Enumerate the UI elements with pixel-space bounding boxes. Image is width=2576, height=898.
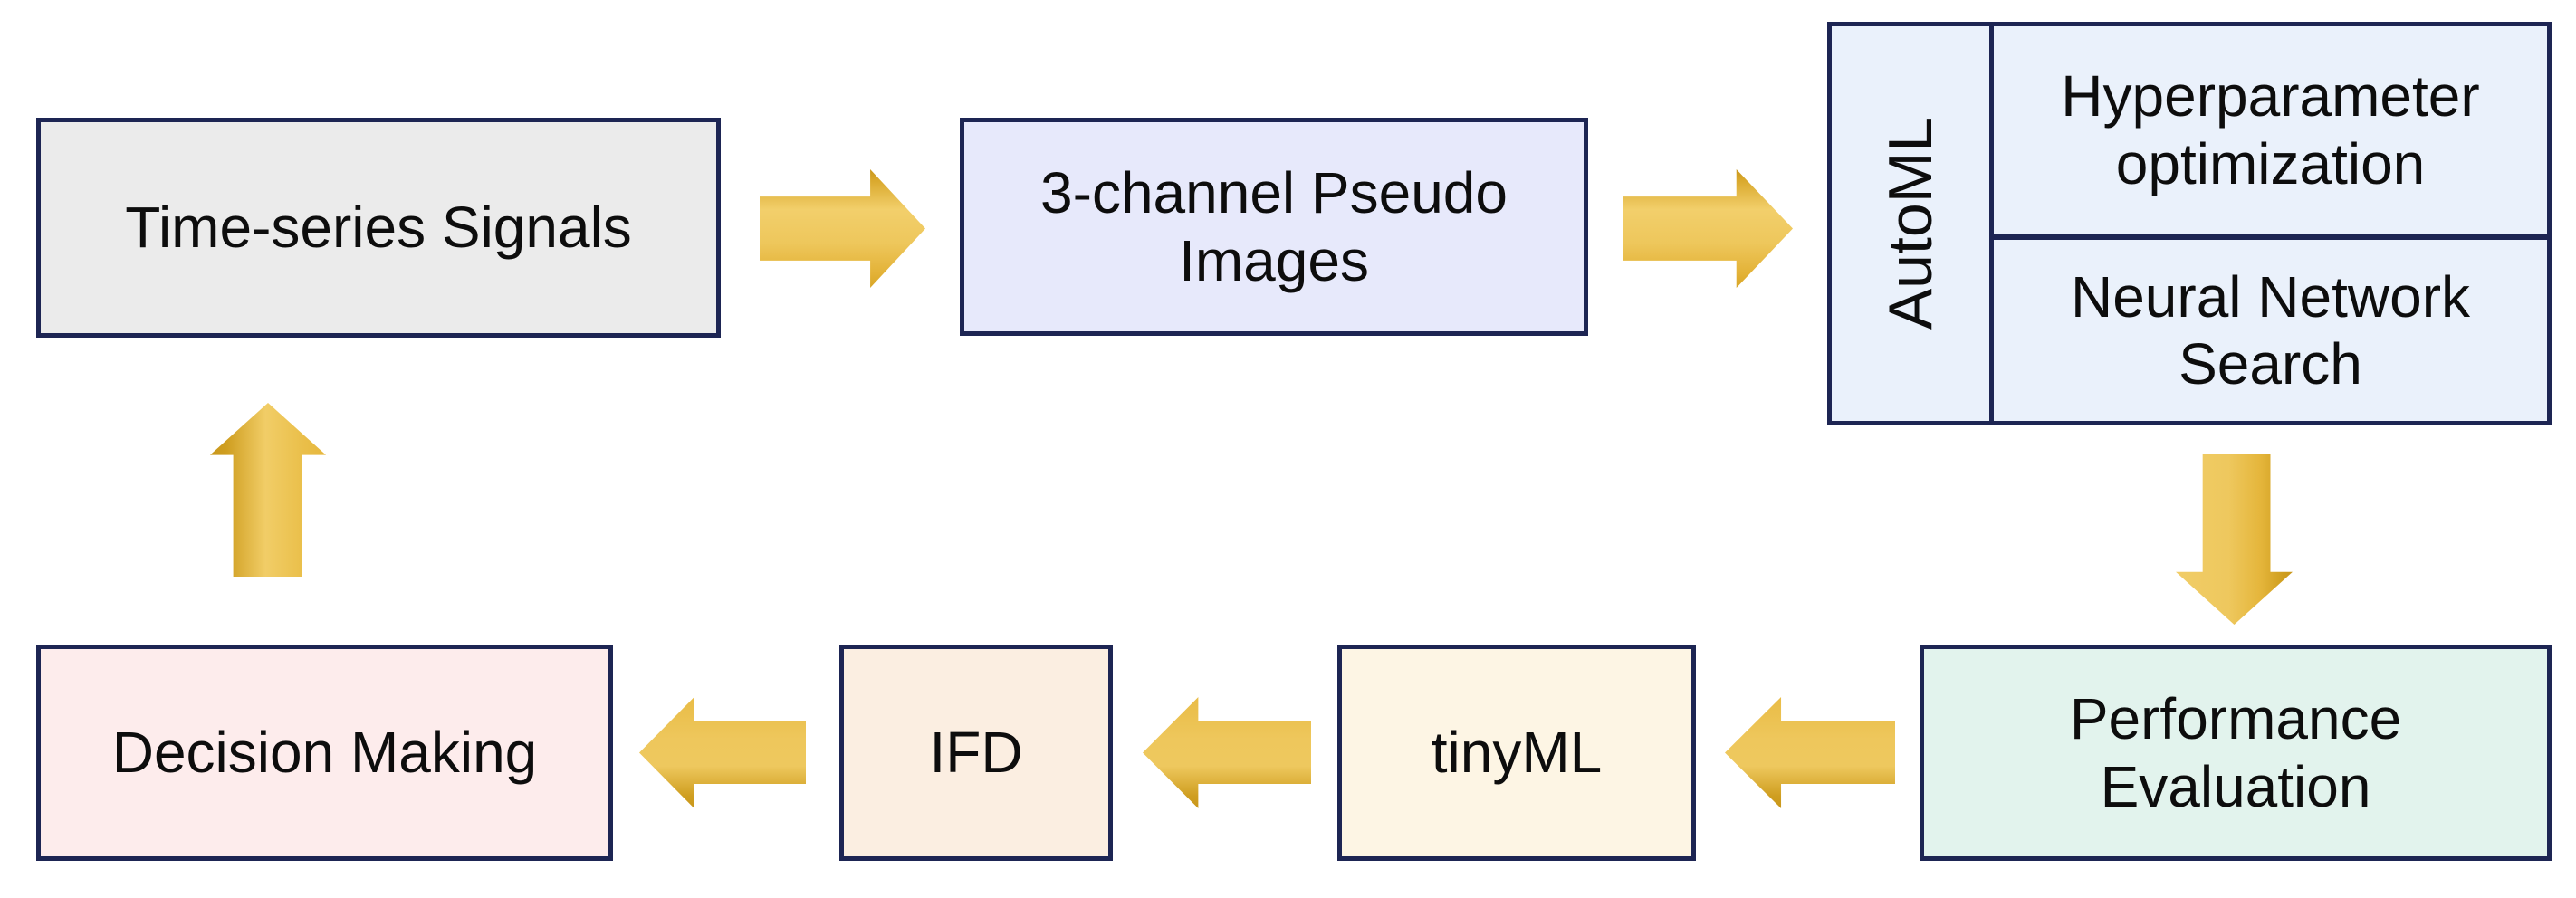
node-time-series-signals-label: Time-series Signals [125,195,632,261]
cell-hyperparameter-optimization: Hyperparameter optimization [1994,26,2547,240]
arrow-performance-evaluation-to-tinyml [1725,697,1895,808]
automl-side-cell: AutoML [1832,26,1994,421]
label-line-2: Images [1179,227,1369,293]
node-decision-making-label: Decision Making [111,720,538,786]
arrow-time-series-to-pseudo-images [760,169,925,288]
label-line-2: optimization [2115,130,2426,196]
node-time-series-signals: Time-series Signals [36,118,721,338]
node-decision-making: Decision Making [36,645,613,861]
label-line-2: Search [2179,331,2362,396]
arrow-tinyml-to-ifd [1143,697,1311,808]
cell-neural-network-search-label: Neural Network Search [2071,263,2470,397]
arrow-decision-making-to-time-series [210,403,326,577]
node-ifd-label: IFD [929,720,1023,786]
arrow-automl-to-performance-evaluation [2176,454,2293,625]
node-ifd: IFD [839,645,1113,861]
cell-neural-network-search: Neural Network Search [1994,240,2547,421]
arrow-ifd-to-decision-making [639,697,806,808]
node-automl-group: AutoML Hyperparameter optimization Neura… [1827,22,2552,425]
arrow-pseudo-images-to-automl [1623,169,1793,288]
label-line-1: Hyperparameter [2061,63,2480,129]
cell-hyperparameter-optimization-label: Hyperparameter optimization [2061,62,2479,196]
node-performance-evaluation-label: Performance Evaluation [2070,685,2401,819]
node-3-channel-pseudo-images: 3-channel Pseudo Images [960,118,1588,336]
node-tinyml-label: tinyML [1431,720,1603,786]
node-3-channel-pseudo-images-label: 3-channel Pseudo Images [1040,159,1508,293]
node-performance-evaluation: Performance Evaluation [1920,645,2552,861]
label-line-2: Evaluation [2100,753,2371,819]
automl-right-column: Hyperparameter optimization Neural Netwo… [1994,26,2547,421]
label-line-1: Performance [2069,686,2402,752]
label-line-1: 3-channel Pseudo [1040,160,1508,226]
node-tinyml: tinyML [1337,645,1696,861]
label-line-1: Neural Network [2070,263,2471,330]
automl-side-label: AutoML [1876,117,1946,330]
